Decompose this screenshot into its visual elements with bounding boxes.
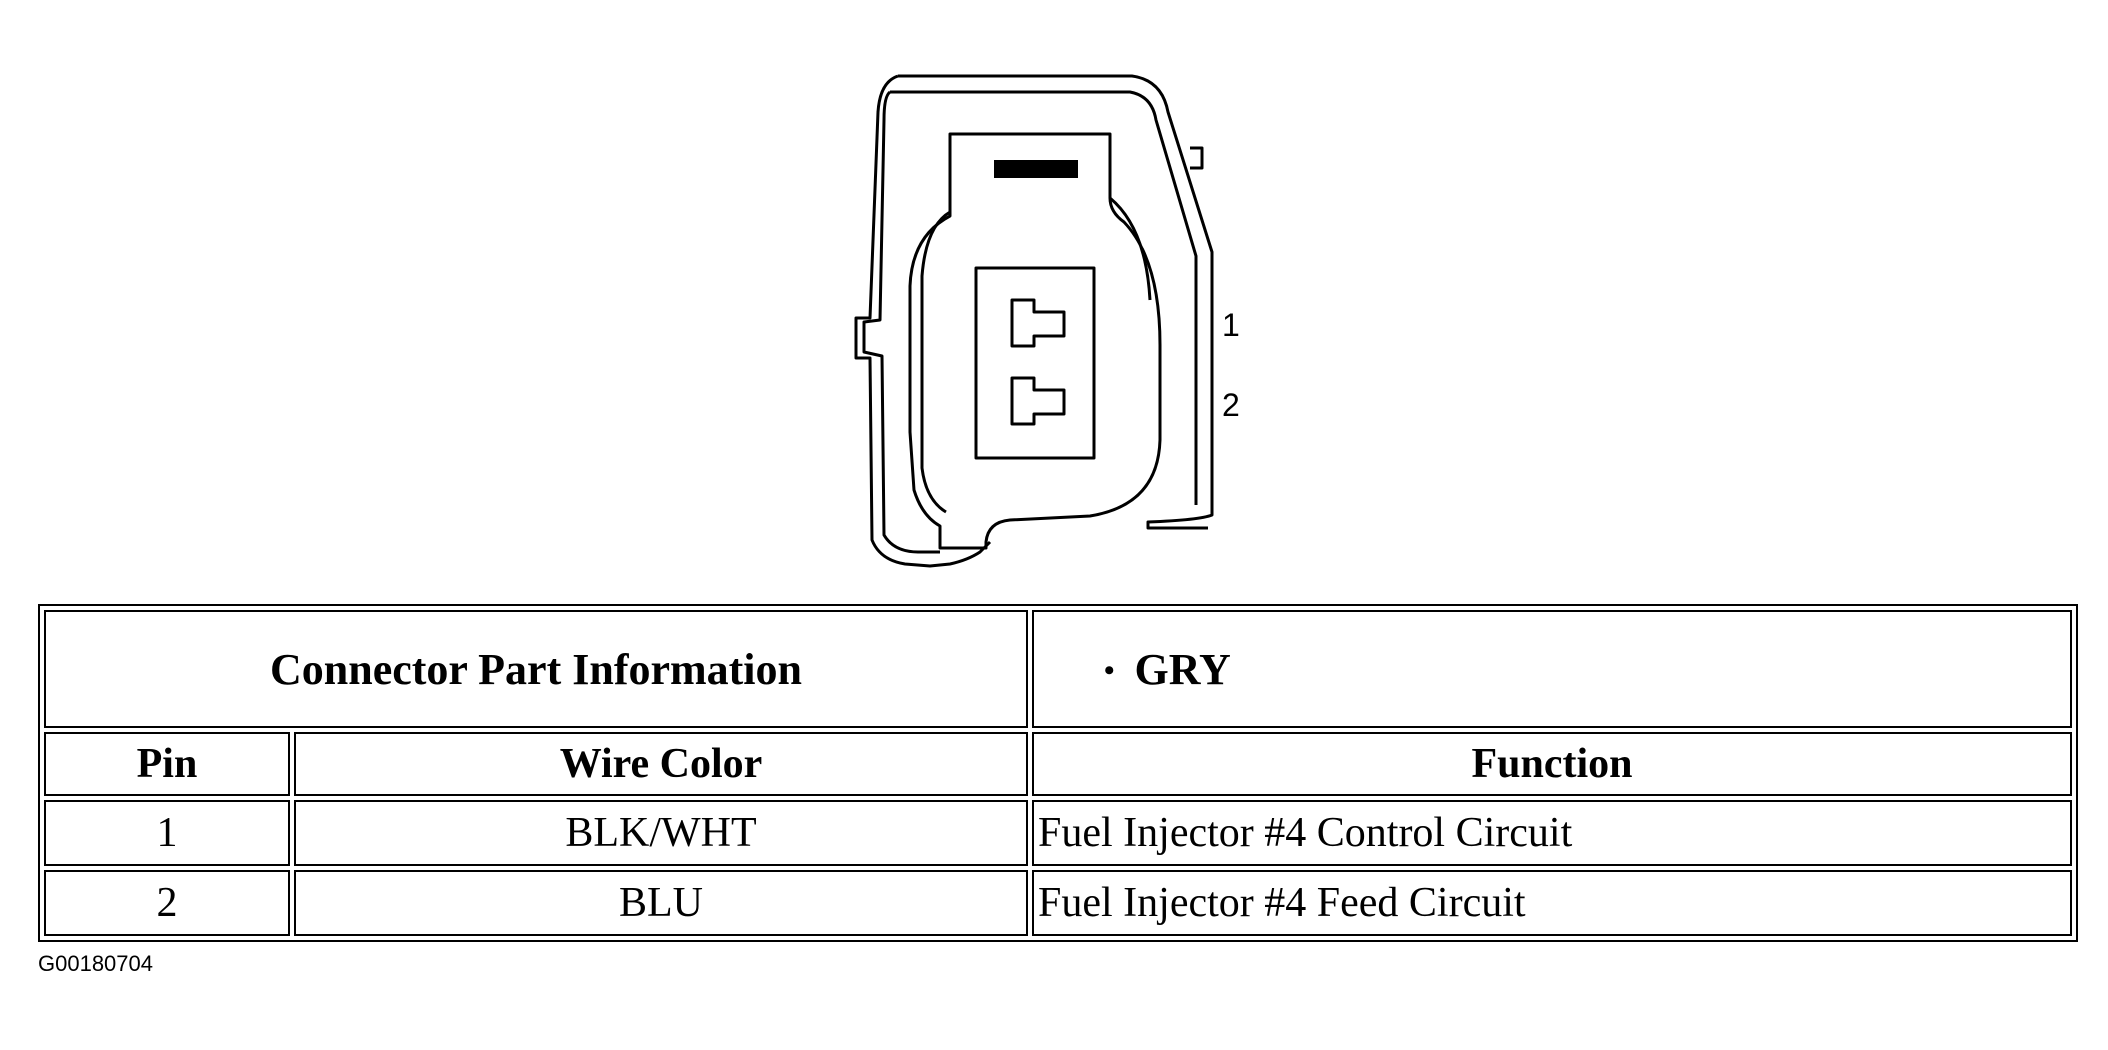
pin-label-1: 1 — [1222, 307, 1240, 343]
bullet-icon: • — [1104, 653, 1115, 687]
table-row: 2 BLU Fuel Injector #4 Feed Circuit — [44, 870, 2072, 936]
column-header-wire-color: Wire Color — [294, 732, 1028, 796]
latch-tab — [908, 132, 1162, 550]
connector-part-info-label: Connector Part Information — [44, 610, 1028, 728]
table-header-row: Connector Part Information • GRY — [44, 610, 2072, 728]
terminal-window — [974, 266, 1096, 460]
latch-tab-inner — [920, 134, 1152, 514]
connector-housing-inner — [862, 90, 1198, 554]
connector-diagram: 1 2 — [854, 74, 1240, 568]
key-bar — [994, 160, 1078, 178]
terminal-pin-2 — [1010, 376, 1066, 426]
figure-code: G00180704 — [38, 951, 153, 976]
column-header-pin: Pin — [44, 732, 290, 796]
connector-housing-outer — [854, 74, 1214, 568]
wire-color-cell: BLU — [294, 870, 1028, 936]
connector-color-cell: • GRY — [1032, 610, 2072, 728]
pin-label-2: 2 — [1222, 387, 1240, 423]
connector-color-value: GRY — [1134, 644, 1231, 694]
wire-color-cell: BLK/WHT — [294, 800, 1028, 866]
pin-cell: 2 — [44, 870, 290, 936]
pin-cell: 1 — [44, 800, 290, 866]
connector-info-table-wrapper: Connector Part Information • GRY Pin Wire… — [38, 604, 2078, 942]
function-cell: Fuel Injector #4 Control Circuit — [1032, 800, 2072, 866]
function-cell: Fuel Injector #4 Feed Circuit — [1032, 870, 2072, 936]
connector-info-table: Connector Part Information • GRY Pin Wire… — [38, 604, 2078, 942]
column-header-row: Pin Wire Color Function — [44, 732, 2072, 796]
table-row: 1 BLK/WHT Fuel Injector #4 Control Circu… — [44, 800, 2072, 866]
column-header-function: Function — [1032, 732, 2072, 796]
terminal-pin-1 — [1010, 298, 1066, 348]
